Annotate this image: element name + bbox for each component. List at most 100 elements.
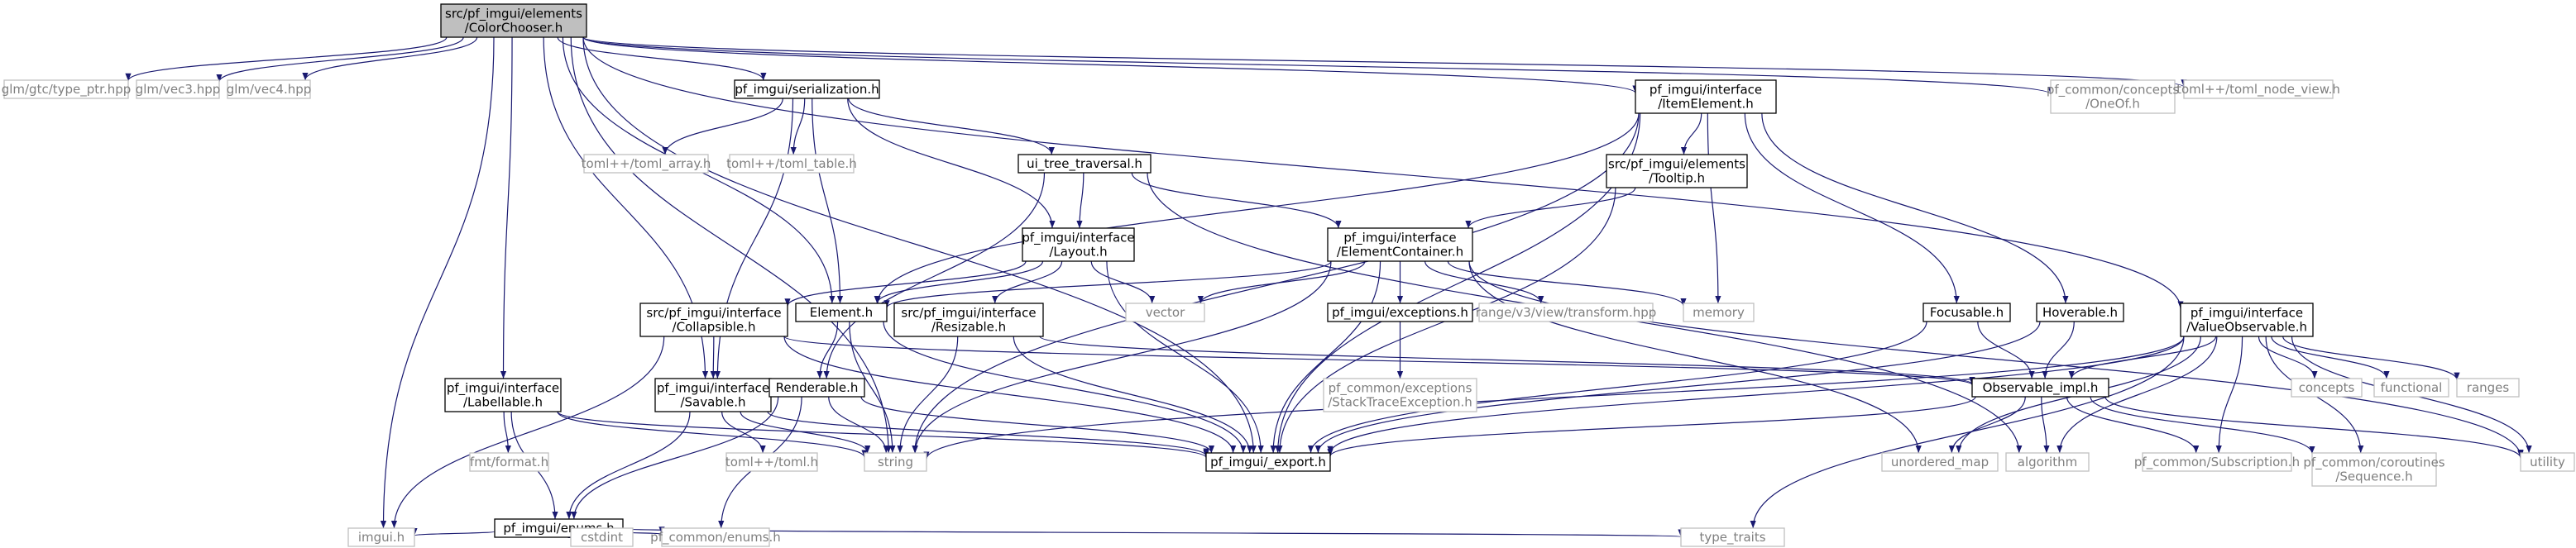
node-label: pf_common/exceptions bbox=[1329, 381, 1472, 397]
node-label: pf_imgui/serialization.h bbox=[735, 82, 879, 98]
node-observable-impl[interactable]: Observable_impl.h bbox=[1971, 378, 2109, 398]
node-toml-node-view[interactable]: toml++/toml_node_view.h bbox=[2176, 79, 2340, 99]
edge-value-observable-to-ranges bbox=[2282, 336, 2460, 380]
node-box bbox=[1478, 303, 1654, 322]
node-ranges[interactable]: ranges bbox=[2456, 378, 2520, 398]
node-collapsible[interactable]: src/pf_imgui/interface/Collapsible.h bbox=[639, 303, 788, 337]
node-box bbox=[2373, 378, 2449, 398]
edge-hoverable-to-observable-impl bbox=[2042, 321, 2075, 379]
node-element-container[interactable]: pf_imgui/interface/ElementContainer.h bbox=[1327, 227, 1473, 262]
node-label: /Collapsible.h bbox=[673, 320, 756, 335]
node-box bbox=[1683, 303, 1755, 322]
edge-observable-impl-to-export bbox=[1327, 396, 1976, 457]
node-box bbox=[768, 378, 865, 398]
node-root[interactable]: src/pf_imgui/elements/ColorChooser.h bbox=[440, 3, 587, 38]
node-label: pf_common/enums.h bbox=[650, 530, 781, 546]
node-concepts[interactable]: concepts bbox=[2291, 378, 2363, 398]
node-type-ptr[interactable]: glm/gtc/type_ptr.hpp bbox=[2, 79, 132, 99]
node-unordered-map[interactable]: unordered_map bbox=[1881, 452, 1999, 472]
edge-renderable-to-export bbox=[860, 396, 1214, 454]
node-toml-table[interactable]: toml++/toml_table.h bbox=[726, 154, 857, 174]
node-focusable[interactable]: Focusable.h bbox=[1922, 303, 2011, 322]
node-subscription[interactable]: pf_common/Subscription.h bbox=[2134, 452, 2300, 472]
node-box bbox=[469, 452, 549, 472]
node-sequence[interactable]: pf_common/coroutines/Sequence.h bbox=[2303, 452, 2445, 487]
edge-value-observable-to-functional bbox=[2271, 336, 2390, 379]
node-oneof[interactable]: pf_common/concepts/OneOf.h bbox=[2047, 79, 2179, 114]
edge-root-to-toml-node-view bbox=[582, 36, 2187, 88]
edge-element-container-to-unordered-map bbox=[1468, 260, 1922, 454]
node-imgui[interactable]: imgui.h bbox=[347, 527, 415, 547]
edge-serialization-to-element bbox=[812, 98, 844, 304]
edge-layout-to-element bbox=[874, 260, 1044, 304]
node-box bbox=[1327, 303, 1473, 322]
node-vec3[interactable]: glm/vec3.hpp bbox=[136, 79, 221, 99]
edge-labellable-to-string bbox=[557, 411, 868, 458]
edge-observable-impl-to-subscription bbox=[2066, 396, 2200, 454]
node-string[interactable]: string bbox=[864, 452, 927, 472]
edge-labellable-to-fmt-format bbox=[503, 411, 511, 454]
node-value-observable[interactable]: pf_imgui/interface/ValueObservable.h bbox=[2180, 303, 2314, 337]
node-box bbox=[661, 527, 770, 547]
node-item-element[interactable]: pf_imgui/interface/ItemElement.h bbox=[1635, 79, 1777, 114]
node-export[interactable]: pf_imgui/_export.h bbox=[1205, 452, 1331, 472]
node-label: concepts bbox=[2299, 380, 2355, 395]
node-box bbox=[1017, 154, 1152, 174]
node-utility[interactable]: utility bbox=[2520, 452, 2575, 472]
node-stack-trace[interactable]: pf_common/exceptions/StackTraceException… bbox=[1323, 378, 1477, 412]
node-cstdint[interactable]: cstdint bbox=[570, 527, 634, 547]
node-label: pf_imgui/interface bbox=[1022, 231, 1134, 246]
node-label: /OneOf.h bbox=[2085, 97, 2140, 112]
node-label: /Layout.h bbox=[1049, 245, 1107, 260]
node-type-traits[interactable]: type_traits bbox=[1680, 527, 1785, 547]
edge-tooltip-to-element-container bbox=[1465, 187, 1636, 229]
node-hoverable[interactable]: Hoverable.h bbox=[2036, 303, 2124, 322]
edge-enums-to-imgui bbox=[411, 527, 496, 536]
node-box bbox=[583, 154, 709, 174]
edge-savable-to-string bbox=[740, 411, 871, 454]
node-label: /ElementContainer.h bbox=[1337, 245, 1463, 260]
edge-savable-to-enums bbox=[566, 411, 691, 520]
edge-hoverable-to-export bbox=[1314, 321, 2041, 454]
node-labellable[interactable]: pf_imgui/interface/Labellable.h bbox=[444, 378, 562, 412]
node-common-enums[interactable]: pf_common/enums.h bbox=[650, 527, 781, 547]
node-label: toml++/toml_array.h bbox=[582, 156, 711, 172]
edge-value-observable-to-string bbox=[923, 336, 2185, 460]
edge-element-container-to-vector bbox=[1197, 260, 1366, 304]
node-box bbox=[2183, 79, 2334, 99]
node-toml-array[interactable]: toml++/toml_array.h bbox=[582, 154, 711, 174]
node-savable[interactable]: pf_imgui/interface/Savable.h bbox=[654, 378, 772, 412]
node-element[interactable]: Element.h bbox=[795, 303, 888, 322]
node-fmt-format[interactable]: fmt/format.h bbox=[469, 452, 549, 472]
node-layout[interactable]: pf_imgui/interface/Layout.h bbox=[1022, 227, 1135, 262]
node-box bbox=[444, 378, 562, 412]
edge-item-element-to-element bbox=[874, 112, 1640, 304]
node-box bbox=[1881, 452, 1999, 472]
edge-resizable-to-export bbox=[1013, 336, 1253, 454]
node-toml-h[interactable]: toml++/toml.h bbox=[725, 452, 818, 472]
node-box bbox=[2520, 452, 2575, 472]
node-vector[interactable]: vector bbox=[1125, 303, 1205, 322]
node-serialization[interactable]: pf_imgui/serialization.h bbox=[734, 79, 880, 99]
node-label: fmt/format.h bbox=[470, 455, 548, 469]
edge-observable-impl-to-unordered-map bbox=[1948, 396, 2026, 454]
node-resizable[interactable]: src/pf_imgui/interface/Resizable.h bbox=[893, 303, 1044, 337]
node-label: /ColorChooser.h bbox=[465, 21, 563, 36]
node-box bbox=[2291, 378, 2363, 398]
node-label: imgui.h bbox=[358, 530, 405, 545]
edge-root-to-export bbox=[582, 36, 1257, 454]
edge-root-to-vec3 bbox=[216, 36, 464, 83]
edge-enums-to-type-traits bbox=[622, 528, 1683, 538]
node-functional[interactable]: functional bbox=[2373, 378, 2449, 398]
node-ui-tree[interactable]: ui_tree_traversal.h bbox=[1017, 154, 1152, 174]
node-vec4[interactable]: glm/vec4.hpp bbox=[227, 79, 312, 99]
node-memory[interactable]: memory bbox=[1683, 303, 1755, 322]
node-tooltip[interactable]: src/pf_imgui/elements/Tooltip.h bbox=[1606, 154, 1748, 188]
node-box bbox=[639, 303, 788, 337]
edge-item-element-to-memory bbox=[1707, 112, 1721, 304]
node-renderable[interactable]: Renderable.h bbox=[768, 378, 865, 398]
node-box bbox=[2005, 452, 2090, 472]
node-exceptions[interactable]: pf_imgui/exceptions.h bbox=[1327, 303, 1473, 322]
node-algorithm[interactable]: algorithm bbox=[2005, 452, 2090, 472]
node-range-transform[interactable]: range/v3/view/transform.hpp bbox=[1476, 303, 1657, 322]
